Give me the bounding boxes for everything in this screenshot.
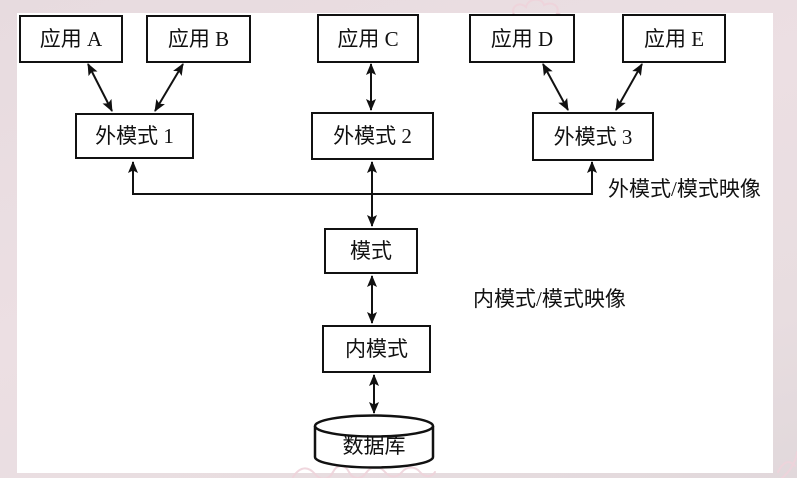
node-external-schema-2: [311, 112, 434, 160]
database-cylinder-top: [313, 414, 435, 438]
node-app-d: [469, 14, 575, 63]
node-app-b: [146, 15, 251, 63]
node-external-schema-3-label: 外模式 3: [554, 125, 633, 149]
edge-app-b-ext1: [154, 63, 184, 112]
node-schema-label: 模式: [350, 239, 392, 263]
node-database-label: 数据库: [343, 434, 406, 458]
internal-schema-mapping-label: 内模式/模式映像: [473, 287, 626, 311]
node-internal-schema-label: 内模式: [345, 337, 408, 361]
edge-app-d-ext3: [542, 63, 569, 111]
node-app-e-label: 应用 E: [644, 27, 704, 51]
node-app-a-label: 应用 A: [40, 27, 103, 51]
node-external-schema-1-label: 外模式 1: [95, 124, 174, 148]
node-internal-schema: [322, 325, 431, 373]
node-external-schema-3: [532, 112, 654, 161]
node-app-e: [622, 14, 726, 63]
edge-app-e-ext3: [615, 63, 643, 111]
bottom-squiggle-icon: [292, 465, 436, 478]
node-app-a: [19, 15, 123, 63]
edge-app-a-ext1: [87, 63, 113, 112]
node-app-d-label: 应用 D: [491, 27, 553, 51]
external-schema-mapping-label: 外模式/模式映像: [608, 177, 761, 201]
node-schema: [324, 228, 418, 274]
node-app-c-label: 应用 C: [337, 27, 398, 51]
node-app-c: [317, 14, 419, 63]
node-external-schema-2-label: 外模式 2: [333, 124, 412, 148]
node-app-b-label: 应用 B: [168, 27, 229, 51]
node-external-schema-1: [75, 113, 194, 159]
